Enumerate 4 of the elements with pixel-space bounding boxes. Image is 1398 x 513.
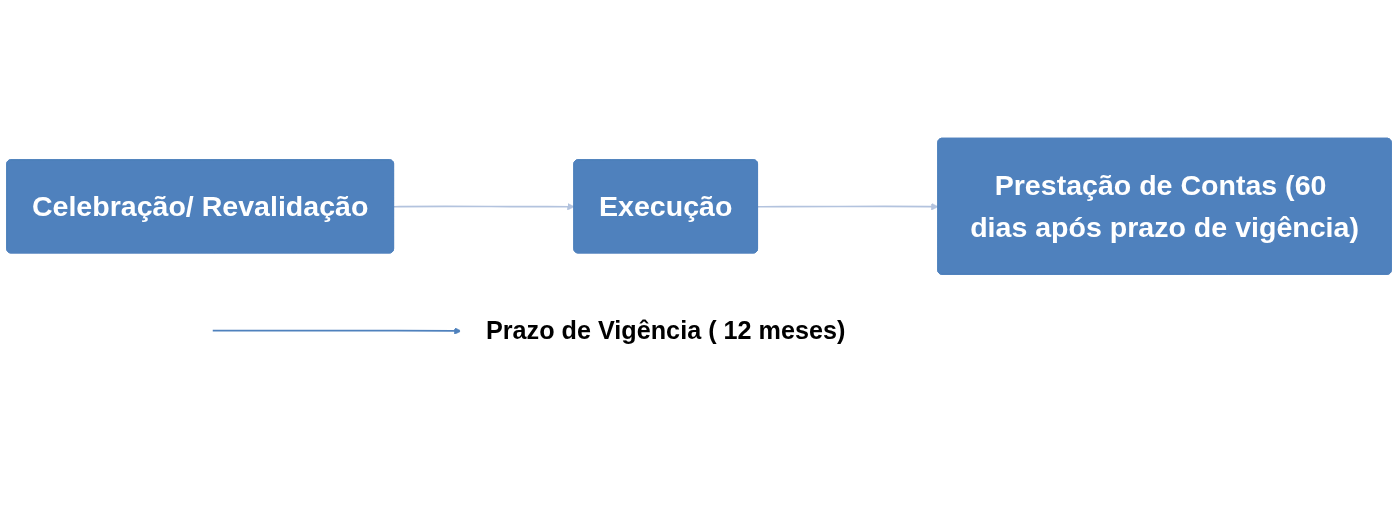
node-text: Prazo de Vigência ( 12 meses)	[485, 316, 846, 345]
arrow	[393, 203, 575, 211]
arrow	[211, 327, 462, 335]
arrow	[757, 202, 939, 211]
